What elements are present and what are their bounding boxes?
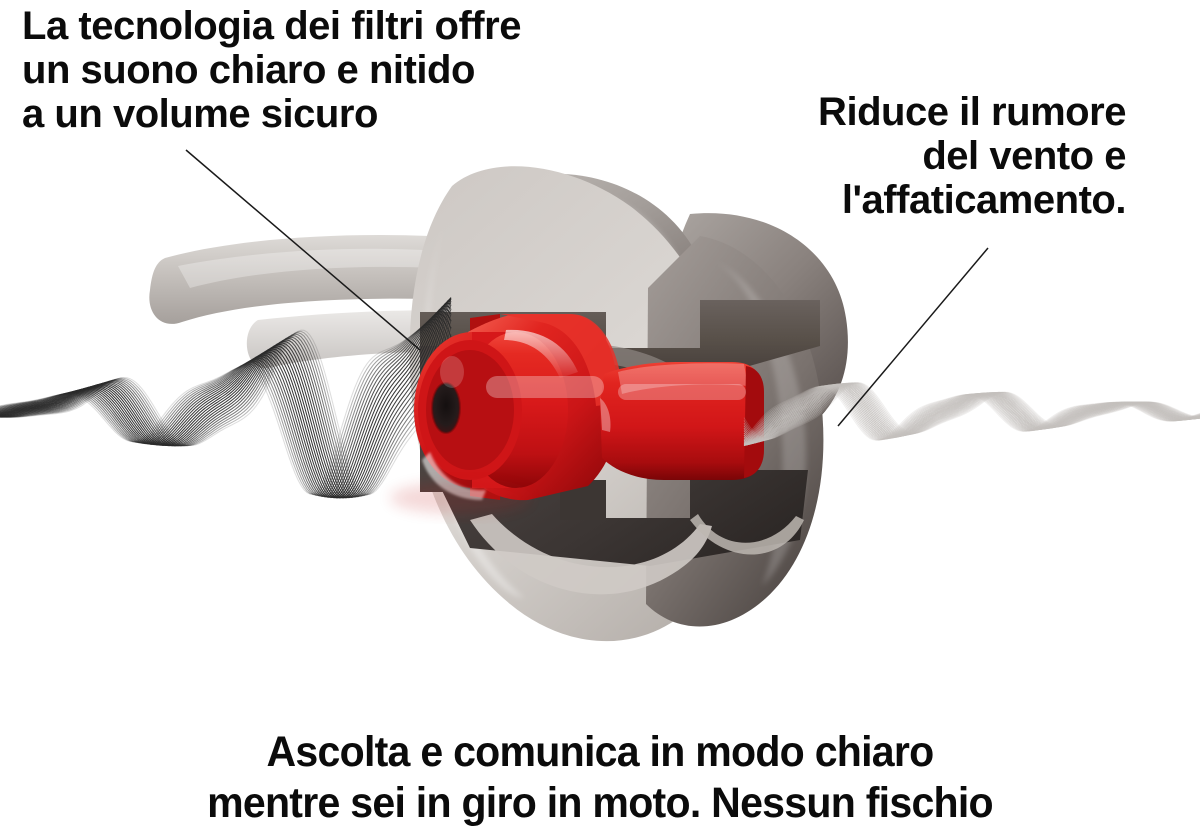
leader-line-right: [837, 247, 989, 427]
wave-line: [0, 310, 452, 498]
wave-line: [743, 382, 1200, 440]
acoustic-filter-red: [414, 314, 764, 501]
wave-line: [0, 308, 452, 499]
wave-line: [743, 382, 1200, 441]
wave-line: [0, 298, 452, 499]
filter-cone-upper: [500, 314, 626, 406]
wave-line: [0, 297, 452, 499]
wave-line: [743, 385, 1200, 443]
sound-wave-attenuated: [743, 382, 1200, 447]
callout-right-text: Riduce il rumore del vento e l'affaticam…: [818, 90, 1126, 222]
wave-line: [0, 297, 452, 499]
wave-line: [0, 301, 452, 499]
wave-line: [0, 329, 452, 496]
wave-line: [0, 298, 452, 499]
wave-line: [0, 308, 452, 498]
wave-line: [0, 305, 452, 499]
wave-line: [743, 386, 1200, 441]
wave-line: [0, 304, 452, 498]
wave-line: [0, 320, 452, 497]
wave-line: [743, 385, 1200, 444]
wave-line: [0, 313, 452, 498]
wave-line: [743, 382, 1200, 442]
wave-line: [0, 302, 452, 499]
leader-line-left: [185, 149, 421, 351]
wave-line: [0, 329, 452, 495]
wave-line: [743, 382, 1200, 441]
sound-wave-incoming: [0, 297, 452, 499]
filter-bore-hole: [432, 383, 460, 433]
wave-line: [0, 332, 452, 497]
wave-line: [0, 314, 452, 498]
bottom-caption: Ascolta e comunica in modo chiaro mentre…: [207, 728, 994, 826]
wave-line: [0, 330, 452, 496]
wave-line: [0, 326, 452, 496]
wave-line: [743, 382, 1200, 442]
wave-line: [0, 324, 452, 496]
filter-stem: [600, 362, 762, 480]
callout-left-text: La tecnologia dei filtri offre un suono …: [22, 4, 521, 136]
wave-line: [0, 331, 452, 495]
wave-line: [743, 382, 1200, 440]
wave-line: [743, 385, 1200, 442]
wave-line: [0, 300, 452, 499]
wave-line: [0, 326, 452, 497]
